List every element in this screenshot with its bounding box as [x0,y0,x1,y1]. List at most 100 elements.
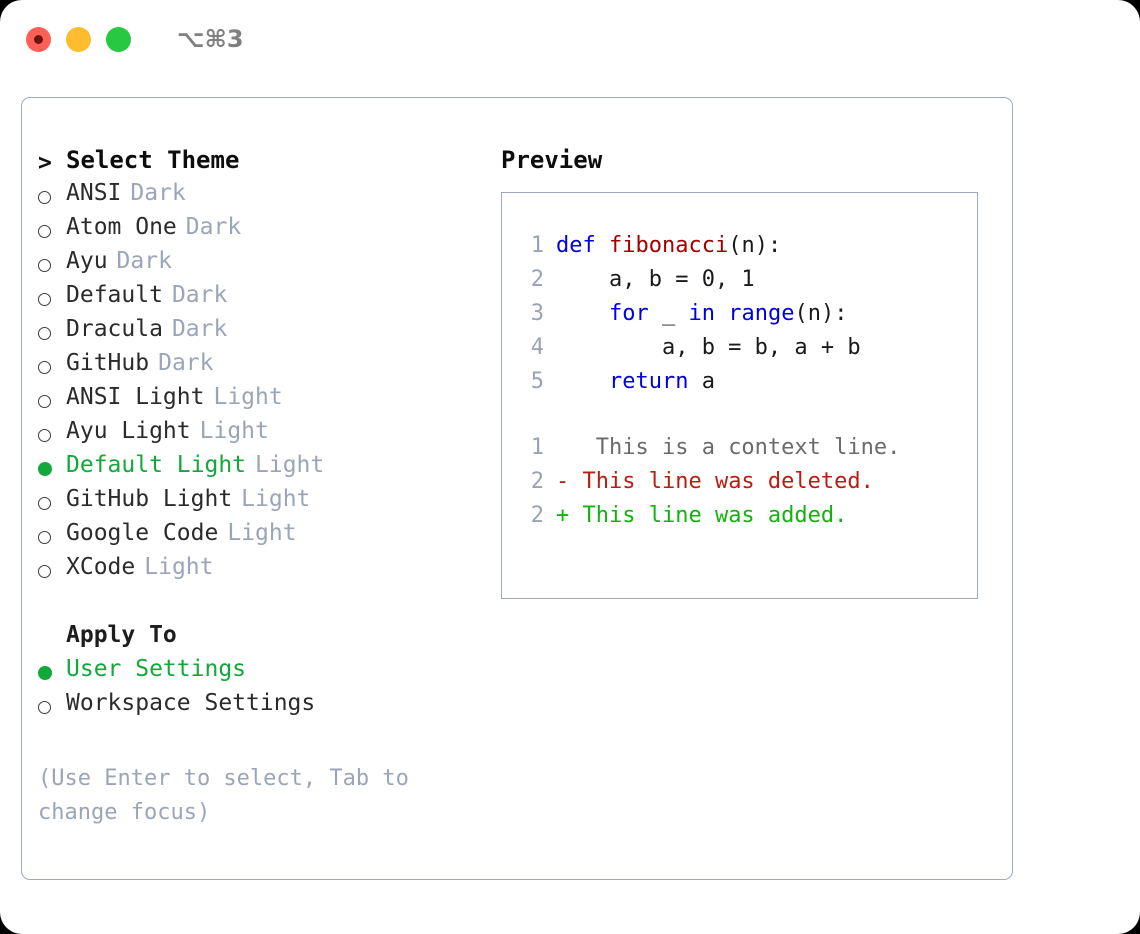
code-line: 2 a, b = 0, 1 [518,267,967,301]
code-token-plain: a [688,369,715,394]
code-token-plain: a, b = b, a + b [556,335,861,360]
theme-name: Dracula [66,316,163,342]
diff-marker [556,435,569,460]
radio-unselected-icon[interactable] [38,214,66,248]
minimize-window-button[interactable] [66,26,91,52]
main-panel: > Select Theme ANSI Dark Atom One Dark A… [21,97,1013,880]
theme-item-google-code[interactable]: Google Code Light [38,520,468,554]
diff-marker: - [556,469,570,494]
code-token-keyword: in [688,301,715,326]
line-number: 4 [530,335,544,360]
radio-unselected-icon[interactable] [38,248,66,282]
theme-item-default-light[interactable]: Default Light Light [38,452,468,486]
code-line: 3 for _ in range(n): [518,301,967,335]
theme-item-ansi-light[interactable]: ANSI Light Light [38,384,468,418]
code-token-plain: _ [648,301,689,326]
theme-name: Ayu Light [66,418,191,444]
title-bar: ⌥⌘3 [0,0,1140,78]
radio-unselected-icon[interactable] [38,180,66,214]
line-number: 2 [530,469,544,494]
code-diff-separator [518,403,967,435]
radio-unselected-icon[interactable] [38,418,66,452]
code-line: 4 a, b = b, a + b [518,335,967,369]
radio-unselected-icon[interactable] [38,350,66,384]
radio-unselected-icon[interactable] [38,316,66,350]
apply-to-item-user-settings[interactable]: User Settings [38,656,468,690]
radio-selected-icon[interactable] [38,452,66,486]
diff-content: This line was deleted. [569,469,874,494]
code-token-builtin: range [728,301,795,326]
radio-unselected-icon[interactable] [38,282,66,316]
diff-line-added: 2 + This line was added. [518,503,967,537]
apply-to-item-workspace-settings[interactable]: Workspace Settings [38,690,468,724]
theme-item-github-dark[interactable]: GitHub Dark [38,350,468,384]
theme-variant-badge: Light [144,554,214,580]
radio-unselected-icon[interactable] [38,690,66,724]
theme-selector-list: > Select Theme ANSI Dark Atom One Dark A… [38,146,468,724]
theme-name: Default [66,282,163,308]
close-window-button[interactable] [26,26,51,52]
apply-to-option-name: Workspace Settings [66,690,316,716]
theme-variant-badge: Dark [171,316,228,342]
code-content: a, b = 0, 1 [556,267,755,292]
code-content: for _ in range(n): [556,301,847,326]
theme-item-ayu-light[interactable]: Ayu Light Light [38,418,468,452]
diff-line-deleted: 2 - This line was deleted. [518,469,967,503]
caret-icon: > [38,149,52,176]
code-content: a, b = b, a + b [556,335,861,360]
code-token-keyword: for [608,301,649,326]
theme-name: Default Light [66,452,247,478]
theme-item-ayu-dark[interactable]: Ayu Dark [38,248,468,282]
line-number: 5 [530,369,544,394]
theme-variant-badge: Light [241,486,311,512]
code-token-plain: (n): [794,301,848,326]
theme-variant-badge: Light [227,520,297,546]
empty-marker [38,622,66,656]
code-sample: 1 def fibonacci(n): 2 a, b = 0, 1 3 for … [518,233,967,537]
theme-variant-badge: Light [199,418,269,444]
preview-heading: Preview [501,146,603,174]
preview-box: 1 def fibonacci(n): 2 a, b = 0, 1 3 for … [501,192,978,599]
theme-name: Atom One [66,214,177,240]
theme-item-dracula-dark[interactable]: Dracula Dark [38,316,468,350]
apply-to-heading: Apply To [38,622,468,656]
theme-name: ANSI [66,180,122,206]
theme-name: GitHub Light [66,486,233,512]
code-token-plain [556,301,609,326]
theme-name: Google Code [66,520,219,546]
theme-item-default-dark[interactable]: Default Dark [38,282,468,316]
radio-unselected-icon[interactable] [38,384,66,418]
traffic-lights [26,26,131,52]
code-line: 5 return a [518,369,967,403]
maximize-window-button[interactable] [106,26,131,52]
code-line: 1 def fibonacci(n): [518,233,967,267]
list-spacer [38,588,468,622]
recording-indicator-icon [34,34,43,44]
radio-unselected-icon[interactable] [38,554,66,588]
line-number: 1 [530,233,544,258]
code-token-function: fibonacci [608,233,729,258]
keyboard-shortcut-label: ⌥⌘3 [177,25,244,53]
radio-unselected-icon[interactable] [38,520,66,554]
theme-name: Ayu [66,248,108,274]
theme-item-ansi-dark[interactable]: ANSI Dark [38,180,468,214]
theme-name: ANSI Light [66,384,205,410]
theme-item-xcode[interactable]: XCode Light [38,554,468,588]
line-number: 2 [530,503,544,528]
radio-selected-icon[interactable] [38,656,66,690]
theme-list-heading: > Select Theme [38,146,468,180]
radio-unselected-icon[interactable] [38,486,66,520]
preview-column: Preview 1 def fibonacci(n): 2 a, b = 0, … [501,146,991,599]
diff-marker: + [556,503,570,528]
diff-line-context: 1 This is a context line. [518,435,967,469]
theme-variant-badge: Dark [130,180,186,206]
theme-name: XCode [66,554,136,580]
theme-variant-badge: Light [213,384,283,410]
code-token-keyword: def [556,233,609,258]
page-title: Select Theme [66,146,240,174]
theme-variant-badge: Dark [158,350,214,376]
theme-item-github-light[interactable]: GitHub Light Light [38,486,468,520]
diff-content: This is a context line. [569,435,901,460]
theme-item-atom-one-dark[interactable]: Atom One Dark [38,214,468,248]
